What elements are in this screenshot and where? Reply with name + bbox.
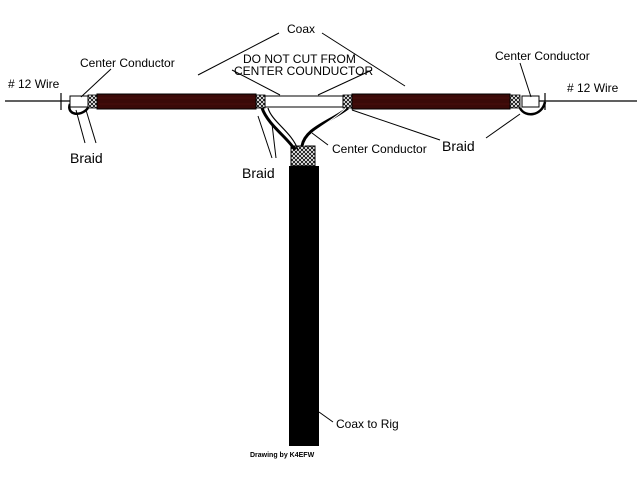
label-braid-middle: Braid xyxy=(242,165,275,181)
warning-pointer-right xyxy=(317,69,373,96)
coax-jacket-texture xyxy=(97,97,510,105)
braid-mid-pointer-a xyxy=(257,115,273,159)
coax-jacket-left xyxy=(96,93,257,110)
braid-lead-a xyxy=(260,107,297,151)
center-conductor-left-end xyxy=(69,95,89,108)
label-warning-line2: CENTER COUNDUCTOR xyxy=(234,64,373,78)
label-center-conductor-left: Center Conductor xyxy=(80,56,175,70)
cc-right-pointer xyxy=(519,62,532,98)
label-credit: Drawing by K4EFW xyxy=(250,452,315,459)
braid-band-left xyxy=(87,94,98,109)
braid-band-right xyxy=(509,94,521,109)
label-braid-left: Braid xyxy=(70,150,103,166)
label-coax-to-rig: Coax to Rig xyxy=(336,417,399,431)
label-wire-left: # 12 Wire xyxy=(8,77,60,91)
label-center-conductor-right: Center Conductor xyxy=(495,49,590,63)
center-conductor-uncut xyxy=(264,95,344,108)
braid-right-pointer-a xyxy=(351,109,441,141)
center-lead-inner xyxy=(303,107,347,147)
coax-pointer-left xyxy=(197,32,280,76)
braid-lead-b xyxy=(267,107,299,151)
braid-loop-right xyxy=(518,101,547,116)
label-warning-line1: DO NOT CUT FROM xyxy=(243,52,356,66)
coax-pointer-right xyxy=(321,32,406,87)
braid-band-midleft xyxy=(255,94,266,109)
center-conductor-right-end xyxy=(521,95,540,108)
coax-jacket-right xyxy=(351,93,511,110)
label-center-conductor-middle: Center Conductor xyxy=(332,142,427,156)
label-wire-right: # 12 Wire xyxy=(567,81,619,95)
braid-right-pointer-b xyxy=(485,113,521,139)
cc-mid-pointer xyxy=(311,132,329,146)
warning-pointer-left xyxy=(231,69,281,96)
braid-left-pointer-b xyxy=(85,109,97,144)
braid-left-pointer-a xyxy=(75,109,86,144)
braid-band-midright xyxy=(342,94,353,109)
feedline-coax xyxy=(289,166,319,446)
braid-mid-pointer-b xyxy=(271,123,277,159)
label-braid-right: Braid xyxy=(442,138,475,154)
center-lead xyxy=(300,106,349,147)
label-coax: Coax xyxy=(287,22,315,36)
cc-left-pointer xyxy=(80,68,112,98)
coax-rig-pointer xyxy=(318,411,334,423)
